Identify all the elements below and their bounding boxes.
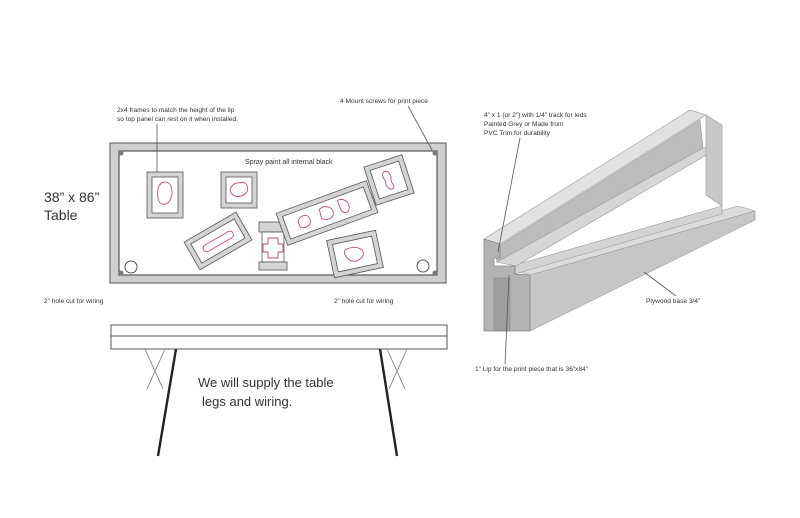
lip-leader-line <box>504 274 510 365</box>
mount-screw <box>118 150 124 156</box>
tabletop-side <box>110 324 448 337</box>
table-top-view: Spray paint all internal black 2x4 frame… <box>44 98 447 305</box>
supply-note-line2: legs and wiring. <box>202 394 292 409</box>
screws-leader-line <box>407 105 433 151</box>
frame-2x4 <box>326 229 384 279</box>
leg-brace <box>388 348 408 390</box>
mount-screw <box>432 270 438 276</box>
frame-2x4 <box>146 171 184 219</box>
track-note-line2: Painted Grey or Made from <box>484 121 564 128</box>
frame-2x4 <box>220 171 258 209</box>
frame-2x4 <box>363 154 415 206</box>
hole-right-note: 2” hole cut for wiring <box>334 298 394 305</box>
wiring-hole-left <box>124 260 138 274</box>
screws-note: 4 Mount screws for print piece <box>340 98 428 105</box>
hole-left-note: 2” hole cut for wiring <box>44 298 104 305</box>
frame-2x4 <box>183 211 253 271</box>
table-size-line1: 38” x 86” <box>44 189 100 205</box>
leg-brace <box>144 348 164 390</box>
plywood-leader-line <box>643 271 677 297</box>
frame-2x4 <box>275 180 379 246</box>
upright-front <box>705 114 723 207</box>
table-leg-left <box>156 348 178 457</box>
plywood-note: Plywood base 3/4” <box>646 298 700 305</box>
track-leader-line <box>497 137 521 253</box>
leg-brace <box>146 348 166 390</box>
track-note-line3: PVC Trim for durability <box>484 130 551 137</box>
table-side-view: We will supply the table legs and wiring… <box>110 324 448 457</box>
supply-note-line1: We will supply the table <box>198 375 334 390</box>
track-profile-view: 4” x 1 (or 2”) with 1/4” track for leds … <box>475 109 757 373</box>
mount-screw <box>432 150 438 156</box>
leg-brace <box>386 348 406 390</box>
track-note-line1: 4” x 1 (or 2”) with 1/4” track for leds <box>484 112 587 119</box>
wiring-hole-right <box>416 259 430 273</box>
table-size-line2: Table <box>44 207 78 223</box>
paint-note: Spray paint all internal black <box>245 159 333 166</box>
frame-2x4 <box>258 221 288 271</box>
frames-note-line2: so top panel can rest on it when install… <box>117 116 238 123</box>
profile-slot <box>493 277 511 332</box>
mount-screw <box>118 270 124 276</box>
tabletop-edge <box>110 335 448 350</box>
lip-note: 1” Lip for the print piece that is 36”x8… <box>475 366 588 373</box>
table-leg-right <box>378 348 399 457</box>
frames-note-line1: 2x4 frames to match the height of the li… <box>117 107 235 114</box>
